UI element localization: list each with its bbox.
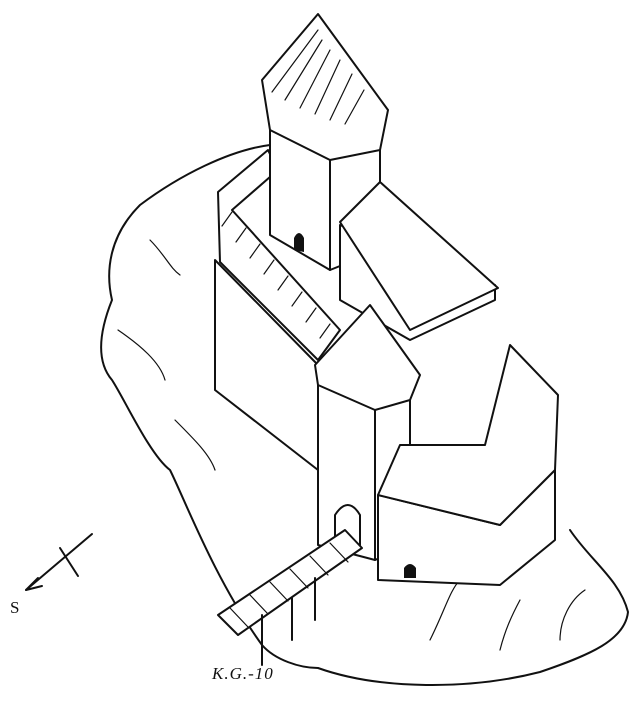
gate-tower-roof	[314, 304, 421, 411]
bridge-posts	[261, 577, 316, 666]
rock-outline	[100, 144, 629, 686]
walkway-hatching	[221, 211, 331, 339]
keep-roof-hatching	[271, 29, 365, 125]
palace-roof	[377, 344, 559, 526]
hall-roof	[339, 181, 499, 331]
artist-signature: K.G.-10	[212, 664, 274, 683]
keep-door	[294, 233, 304, 252]
gate-arch	[334, 504, 361, 546]
compass-arrow-icon	[25, 533, 93, 591]
keep-roof	[261, 13, 389, 161]
compass-letter: S	[10, 598, 20, 617]
palace-window	[404, 564, 416, 578]
bridge-planks	[229, 542, 349, 628]
wooden-bridge	[217, 529, 363, 636]
rock-cracks	[117, 239, 586, 651]
